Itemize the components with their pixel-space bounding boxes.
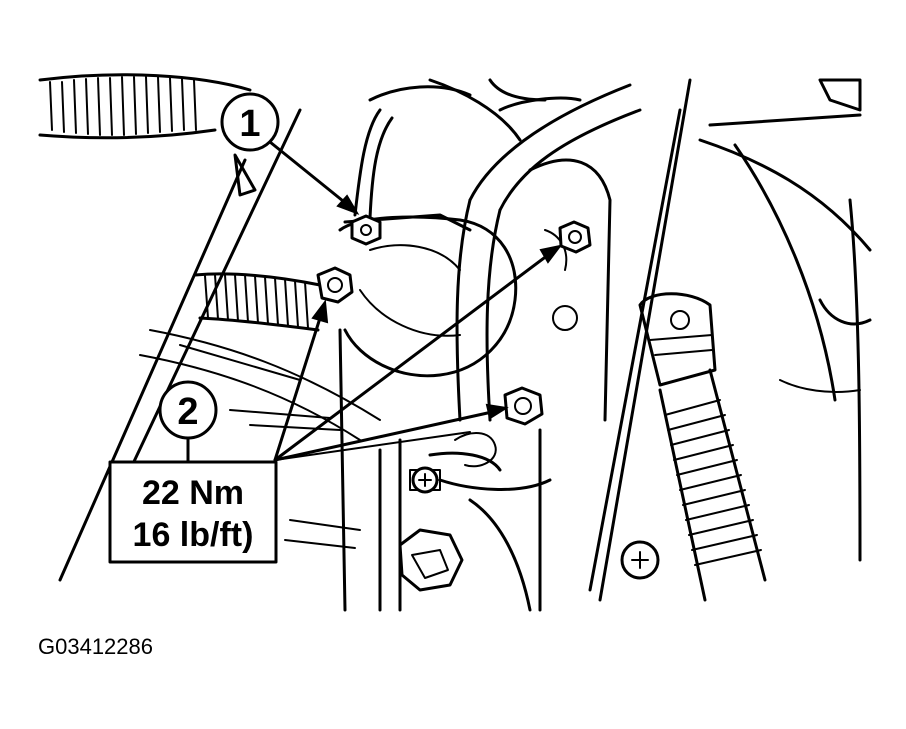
engine-structure	[38, 73, 872, 612]
arrowhead-icon	[485, 403, 509, 420]
callout-1-number: 1	[239, 103, 260, 145]
callout-1: 1	[220, 92, 360, 215]
torque-leader-lines	[273, 244, 563, 462]
arrowhead-icon	[336, 194, 360, 215]
arrowhead-icon	[311, 299, 329, 324]
torque-spec-metric: 22 Nm	[142, 474, 244, 512]
torque-spec-imperial: 16 lb/ft)	[133, 516, 254, 554]
callout-2: 2	[158, 380, 218, 464]
callout-2-number: 2	[177, 391, 198, 433]
figure-id: G03412286	[38, 634, 153, 659]
bolt-left	[316, 266, 354, 304]
bolt-right	[558, 220, 592, 254]
bolt-center	[503, 386, 544, 426]
torque-spec-box: 22 Nm 16 lb/ft)	[108, 460, 278, 564]
bolt-top-left	[350, 214, 382, 246]
arrowhead-icon	[539, 244, 563, 264]
